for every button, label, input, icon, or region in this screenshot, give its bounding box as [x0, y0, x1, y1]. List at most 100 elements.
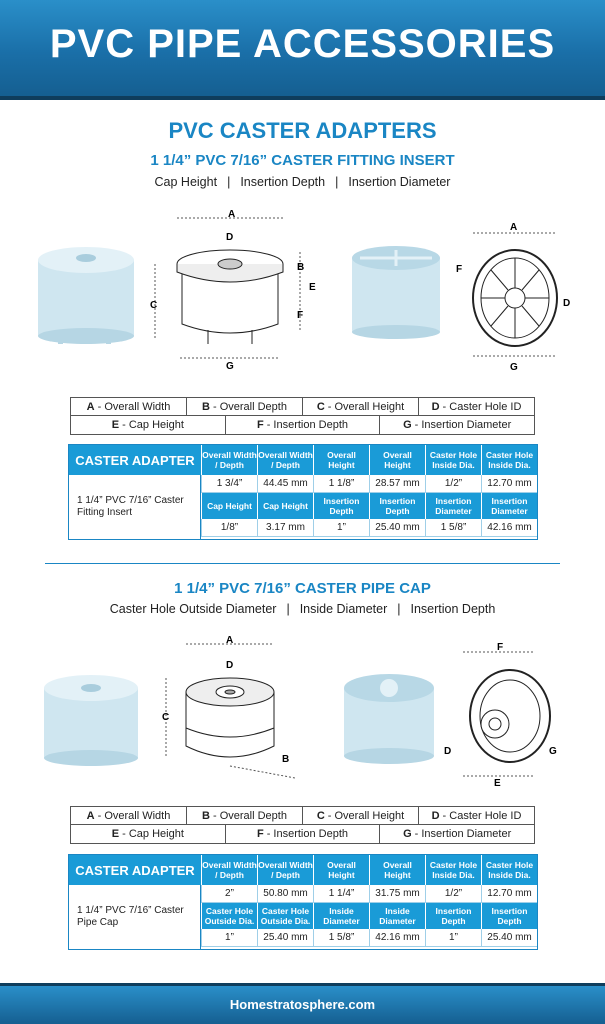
product-1-dims: Cap Height|Insertion Depth|Insertion Dia… [154, 175, 451, 189]
product-2-label-d: D [226, 660, 233, 671]
legend-cell: F- Insertion Depth [226, 825, 381, 843]
spec-value: 31.75 mm [369, 885, 425, 903]
banner-title: PVC PIPE ACCESSORIES [49, 22, 556, 66]
legend-cell: C- Overall Height [303, 807, 419, 824]
spec-header: Overall Height [369, 855, 425, 885]
product-1-label-g: G [226, 361, 234, 372]
section-title: PVC CASTER ADAPTERS [168, 118, 437, 143]
spec-value: 1 5/8” [425, 519, 481, 537]
product-2-title: 1 1/4” PVC 7/16” CASTER PIPE CAP [174, 580, 431, 597]
spec-header: Inside Diameter [313, 903, 369, 929]
product-2-legend: A- Overall Width B- Overall Depth C- Ove… [70, 806, 535, 844]
spec-value: 1 1/4” [313, 885, 369, 903]
product-2-illustration: A D C B F D G E [44, 635, 557, 788]
product-1-legend-row-1: A- Overall Width B- Overall Depth C- Ove… [71, 398, 534, 416]
spec-value: 3.17 mm [257, 519, 313, 537]
product-2-end-label-f: F [497, 642, 503, 653]
spec-header: Inside Diameter [369, 903, 425, 929]
legend-cell: F- Insertion Depth [226, 416, 381, 434]
spec-header: Overall Height [313, 445, 369, 475]
product-2-label-b: B [282, 754, 289, 765]
spec-value: 25.40 mm [481, 929, 537, 947]
footer-bar: Homestratosphere.com [0, 983, 605, 1024]
product-1-spec-table: CASTER ADAPTER 1 1/4” PVC 7/16” Caster F… [68, 444, 538, 540]
spec-header: Overall Width / Depth [201, 445, 257, 475]
spec-value: 1” [313, 519, 369, 537]
product-1-end-label-a: A [510, 222, 517, 233]
spec-title: CASTER ADAPTER [69, 445, 201, 475]
product-1-end-label-d: D [563, 298, 570, 309]
product-1-legend: A- Overall Width B- Overall Depth C- Ove… [70, 397, 535, 435]
spec-header: Insertion Depth [481, 903, 537, 929]
product-1-illustration: A D C B E F G A F D G [38, 209, 570, 373]
legend-cell: G- Insertion Diameter [403, 419, 512, 431]
spec-value: 42.16 mm [481, 519, 537, 537]
spec-product-name: 1 1/4” PVC 7/16” Caster Fitting Insert [69, 475, 201, 539]
product-2-end-label-g: G [549, 746, 557, 757]
product-2-dim-3: Insertion Depth [410, 602, 496, 616]
spec-value: 28.57 mm [369, 475, 425, 493]
product-2-dim-2: Inside Diameter [299, 602, 388, 616]
section-divider [45, 563, 560, 564]
spec-header: Cap Height [257, 493, 313, 519]
spec-value: 1/8” [201, 519, 257, 537]
product-2-end-label-d: D [444, 746, 451, 757]
product-1-photo-top [38, 247, 134, 344]
product-1-label-f: F [297, 310, 303, 321]
spec-header: Caster Hole Inside Dia. [481, 445, 537, 475]
product-1-end-label-g: G [510, 362, 518, 373]
legend-cell: C- Overall Height [303, 398, 419, 415]
spec-value: 12.70 mm [481, 885, 537, 903]
spec-header: Insertion Depth [369, 493, 425, 519]
product-1-drawing-end [472, 249, 558, 347]
spec-header: Overall Width / Depth [257, 445, 313, 475]
spec-header: Overall Height [369, 445, 425, 475]
spec-value: 1 1/8” [313, 475, 369, 493]
spec-value: 1 5/8” [313, 929, 369, 947]
spec-value: 44.45 mm [257, 475, 313, 493]
spec-value: 12.70 mm [481, 475, 537, 493]
product-2-spec-table: CASTER ADAPTER 1 1/4” PVC 7/16” Caster P… [68, 854, 538, 950]
spec-header: Insertion Diameter [425, 493, 481, 519]
legend-cell: B- Overall Depth [187, 807, 303, 824]
spec-header: Caster Hole Inside Dia. [425, 445, 481, 475]
spec-value: 1/2” [425, 475, 481, 493]
spec-header: Overall Width / Depth [257, 855, 313, 885]
footer-site-link[interactable]: Homestratosphere.com [229, 997, 376, 1012]
product-2-photo-top [44, 675, 138, 766]
spec-header: Insertion Depth [425, 903, 481, 929]
spec-title: CASTER ADAPTER [69, 855, 201, 885]
legend-cell: E- Cap Height [71, 416, 226, 434]
product-1-drawing-front [176, 249, 284, 344]
product-2-label-a: A [226, 635, 233, 646]
spec-value: 1 3/4” [201, 475, 257, 493]
spec-value: 1” [201, 929, 257, 947]
product-1-dim-3: Insertion Diameter [348, 175, 451, 189]
spec-value: 25.40 mm [369, 519, 425, 537]
legend-cell: B- Overall Depth [187, 398, 303, 415]
product-2-drawing-front [185, 677, 275, 758]
spec-value: 2” [201, 885, 257, 903]
product-1-label-c: C [150, 300, 157, 311]
spec-value: 1/2” [425, 885, 481, 903]
product-2-label-c: C [162, 712, 169, 723]
product-2-legend-row-2: E- Cap Height F- Insertion Depth G- Inse… [71, 825, 534, 843]
top-banner: PVC PIPE ACCESSORIES [0, 0, 605, 100]
product-1-title: 1 1/4” PVC 7/16” CASTER FITTING INSERT [150, 152, 455, 169]
product-1-label-b: B [297, 262, 304, 273]
spec-value: 50.80 mm [257, 885, 313, 903]
legend-cell: D- Caster Hole ID [431, 809, 522, 822]
legend-cell: G- Insertion Diameter [403, 828, 512, 840]
legend-cell: D- Caster Hole ID [431, 400, 522, 413]
spec-header: Caster Hole Outside Dia. [201, 903, 257, 929]
spec-header: Overall Height [313, 855, 369, 885]
spec-value: 42.16 mm [369, 929, 425, 947]
product-2-legend-row-1: A- Overall Width B- Overall Depth C- Ove… [71, 807, 534, 825]
product-1-label-d: D [226, 232, 233, 243]
legend-cell: A- Overall Width [71, 807, 187, 824]
spec-value: 25.40 mm [257, 929, 313, 947]
legend-cell: A- Overall Width [71, 398, 187, 415]
spec-header: Insertion Diameter [481, 493, 537, 519]
product-2-drawing-end [469, 669, 551, 763]
spec-header: Caster Hole Inside Dia. [481, 855, 537, 885]
